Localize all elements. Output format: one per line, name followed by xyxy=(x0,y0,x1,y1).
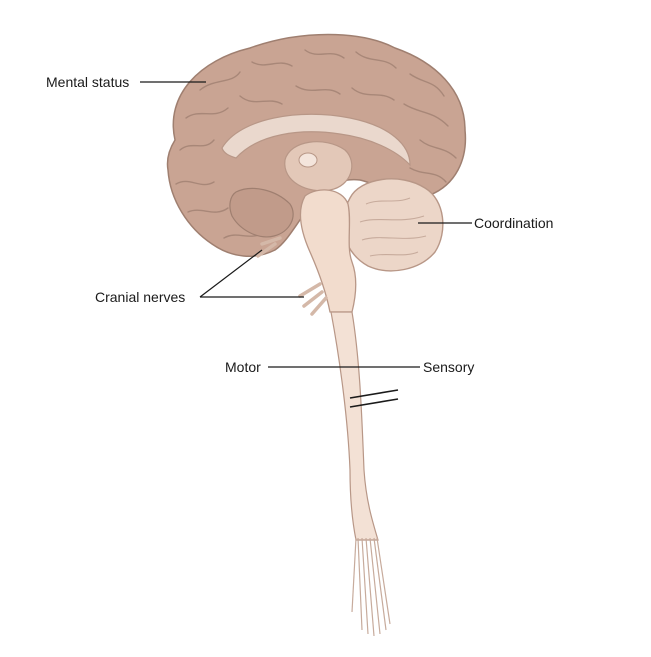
spinal-cord xyxy=(330,311,379,541)
corpus-callosum xyxy=(221,113,411,167)
cauda-equina xyxy=(351,537,391,637)
leader-cranial-upper xyxy=(199,249,263,298)
cerebellum-folia xyxy=(359,197,427,257)
thalamus-highlight xyxy=(298,152,318,168)
mental-status-label: Mental status xyxy=(46,74,130,90)
coordination-label: Coordination xyxy=(474,215,554,231)
sensory-label: Sensory xyxy=(423,359,475,375)
motor-label: Motor xyxy=(225,359,261,375)
cerebellum xyxy=(342,178,444,272)
leader-lines xyxy=(140,81,472,368)
gyri-texture xyxy=(175,49,457,239)
cranial-nerves-label: Cranial nerves xyxy=(95,289,186,305)
spinal-cord-break-marks xyxy=(349,389,399,408)
cranial-nerve-roots xyxy=(256,236,328,316)
thalamus xyxy=(284,141,353,192)
brainstem xyxy=(299,189,357,313)
temporal-lobe xyxy=(229,187,294,238)
